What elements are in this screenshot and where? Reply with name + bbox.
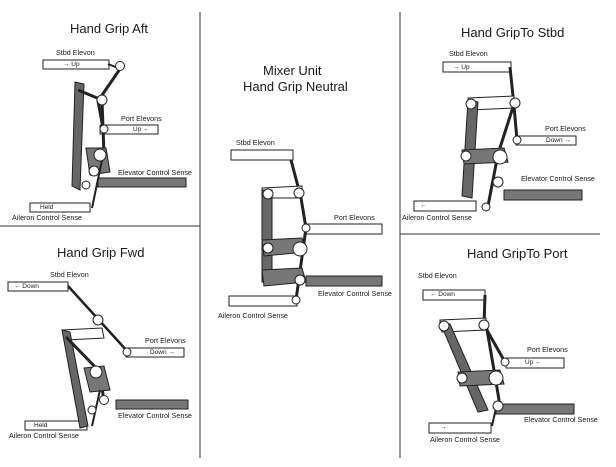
aileron-control-label: Aileron Control Sense bbox=[218, 311, 288, 320]
port-elevons-label: Port Elevons bbox=[527, 345, 568, 354]
pivot bbox=[89, 365, 103, 379]
pivot bbox=[456, 372, 468, 384]
aileron-control-label: Aileron Control Sense bbox=[12, 213, 82, 222]
pivot bbox=[492, 400, 504, 412]
elevator-rod bbox=[305, 275, 383, 287]
panel-aft-mechanism bbox=[29, 59, 187, 213]
port-elevons-label: Port Elevons bbox=[334, 213, 375, 222]
panel-stbd-title: Hand GripTo Stbd bbox=[461, 25, 565, 40]
panel-neutral-title-line1: Mixer Unit bbox=[263, 63, 322, 78]
aileron-rod bbox=[428, 422, 492, 434]
pivot bbox=[99, 124, 109, 134]
aileron-rod-text: → bbox=[440, 424, 447, 431]
aileron-rod bbox=[29, 202, 91, 213]
pivot bbox=[500, 357, 510, 367]
pivot bbox=[122, 347, 132, 357]
port-rod-text: Up ← bbox=[133, 126, 150, 133]
pivot bbox=[99, 395, 109, 405]
pivot bbox=[262, 242, 274, 254]
link-middle bbox=[484, 323, 502, 407]
main-arm bbox=[439, 321, 489, 413]
link-lower bbox=[491, 407, 497, 427]
port-rod bbox=[305, 223, 383, 235]
pivot bbox=[294, 274, 306, 286]
aileron-control-label: Aileron Control Sense bbox=[430, 435, 500, 444]
panel-fwd-title: Hand Grip Fwd bbox=[57, 245, 145, 260]
main-arm bbox=[61, 329, 89, 429]
pivot bbox=[96, 94, 108, 106]
pivot bbox=[291, 295, 301, 305]
pivot bbox=[492, 149, 508, 165]
aileron-rod bbox=[413, 200, 477, 212]
elevator-rod bbox=[115, 399, 189, 410]
elevator-control-label: Elevator Control Sense bbox=[521, 174, 595, 183]
aileron-control-label: Aileron Control Sense bbox=[9, 431, 79, 440]
port-rod-text: Up ← bbox=[525, 359, 542, 366]
aileron-rod-text: Held bbox=[40, 204, 54, 211]
port-elevons-label: Port Elevons bbox=[545, 124, 586, 133]
elevator-rod bbox=[495, 403, 575, 415]
panel-aft-title: Hand Grip Aft bbox=[70, 21, 149, 36]
stbd-rod bbox=[230, 149, 294, 161]
stbd-elevon-label: Stbd Elevon bbox=[418, 271, 457, 280]
pivot bbox=[87, 405, 97, 415]
stbd-rod-text: → Up bbox=[453, 64, 470, 71]
pivot bbox=[460, 150, 472, 162]
stbd-elevon-label: Stbd Elevon bbox=[449, 49, 488, 58]
pivot bbox=[492, 176, 504, 188]
pivot bbox=[115, 61, 125, 71]
main-arm bbox=[261, 189, 273, 283]
stbd-rod-text: → Up bbox=[63, 61, 80, 68]
elevator-rod bbox=[97, 177, 187, 188]
pivot bbox=[81, 180, 91, 190]
panel-stbd-mechanism bbox=[413, 61, 583, 212]
panel-port-mechanism bbox=[422, 289, 575, 434]
pivot bbox=[509, 97, 521, 109]
aileron-control-label: Aileron Control Sense bbox=[402, 213, 472, 222]
stbd-elevon-label: Stbd Elevon bbox=[56, 48, 95, 57]
link-lower bbox=[91, 159, 103, 209]
pivot bbox=[478, 319, 490, 331]
pivot bbox=[488, 370, 504, 386]
elevator-rod bbox=[503, 189, 583, 201]
port-rod-text: Down → bbox=[150, 349, 175, 356]
stbd-elevon-label: Stbd Elevon bbox=[236, 138, 275, 147]
panel-port-title: Hand GripTo Port bbox=[467, 246, 568, 261]
stbd-rod-text: ← Down bbox=[430, 291, 455, 298]
pivot bbox=[88, 165, 100, 177]
stbd-rod-text: ← Down bbox=[14, 283, 39, 290]
stbd-elevon-label: Stbd Elevon bbox=[50, 270, 89, 279]
aileron-rod bbox=[228, 295, 298, 307]
pivot bbox=[293, 187, 305, 199]
pivot bbox=[465, 98, 477, 110]
aileron-rod-text: Held bbox=[34, 422, 48, 429]
port-elevons-label: Port Elevons bbox=[121, 114, 162, 123]
elevator-control-label: Elevator Control Sense bbox=[318, 289, 392, 298]
pivot bbox=[93, 148, 107, 162]
panel-fwd-mechanism bbox=[7, 281, 189, 431]
pivot bbox=[438, 320, 450, 332]
pivot bbox=[262, 188, 274, 200]
elevator-control-label: Elevator Control Sense bbox=[118, 411, 192, 420]
main-arm bbox=[71, 81, 85, 191]
panel-neutral-title-line2: Hand Grip Neutral bbox=[243, 79, 348, 94]
port-rod-text: Down → bbox=[546, 137, 571, 144]
port-elevons-label: Port Elevons bbox=[145, 336, 186, 345]
pivot bbox=[92, 314, 104, 326]
elevator-control-label: Elevator Control Sense bbox=[118, 168, 192, 177]
aileron-rod-text: ← bbox=[420, 202, 427, 209]
pivot bbox=[292, 241, 308, 257]
pivot bbox=[301, 223, 311, 233]
panel-neutral-mechanism bbox=[228, 149, 383, 307]
pivot bbox=[512, 135, 522, 145]
elevator-control-label: Elevator Control Sense bbox=[524, 415, 598, 424]
pivot bbox=[481, 202, 491, 212]
